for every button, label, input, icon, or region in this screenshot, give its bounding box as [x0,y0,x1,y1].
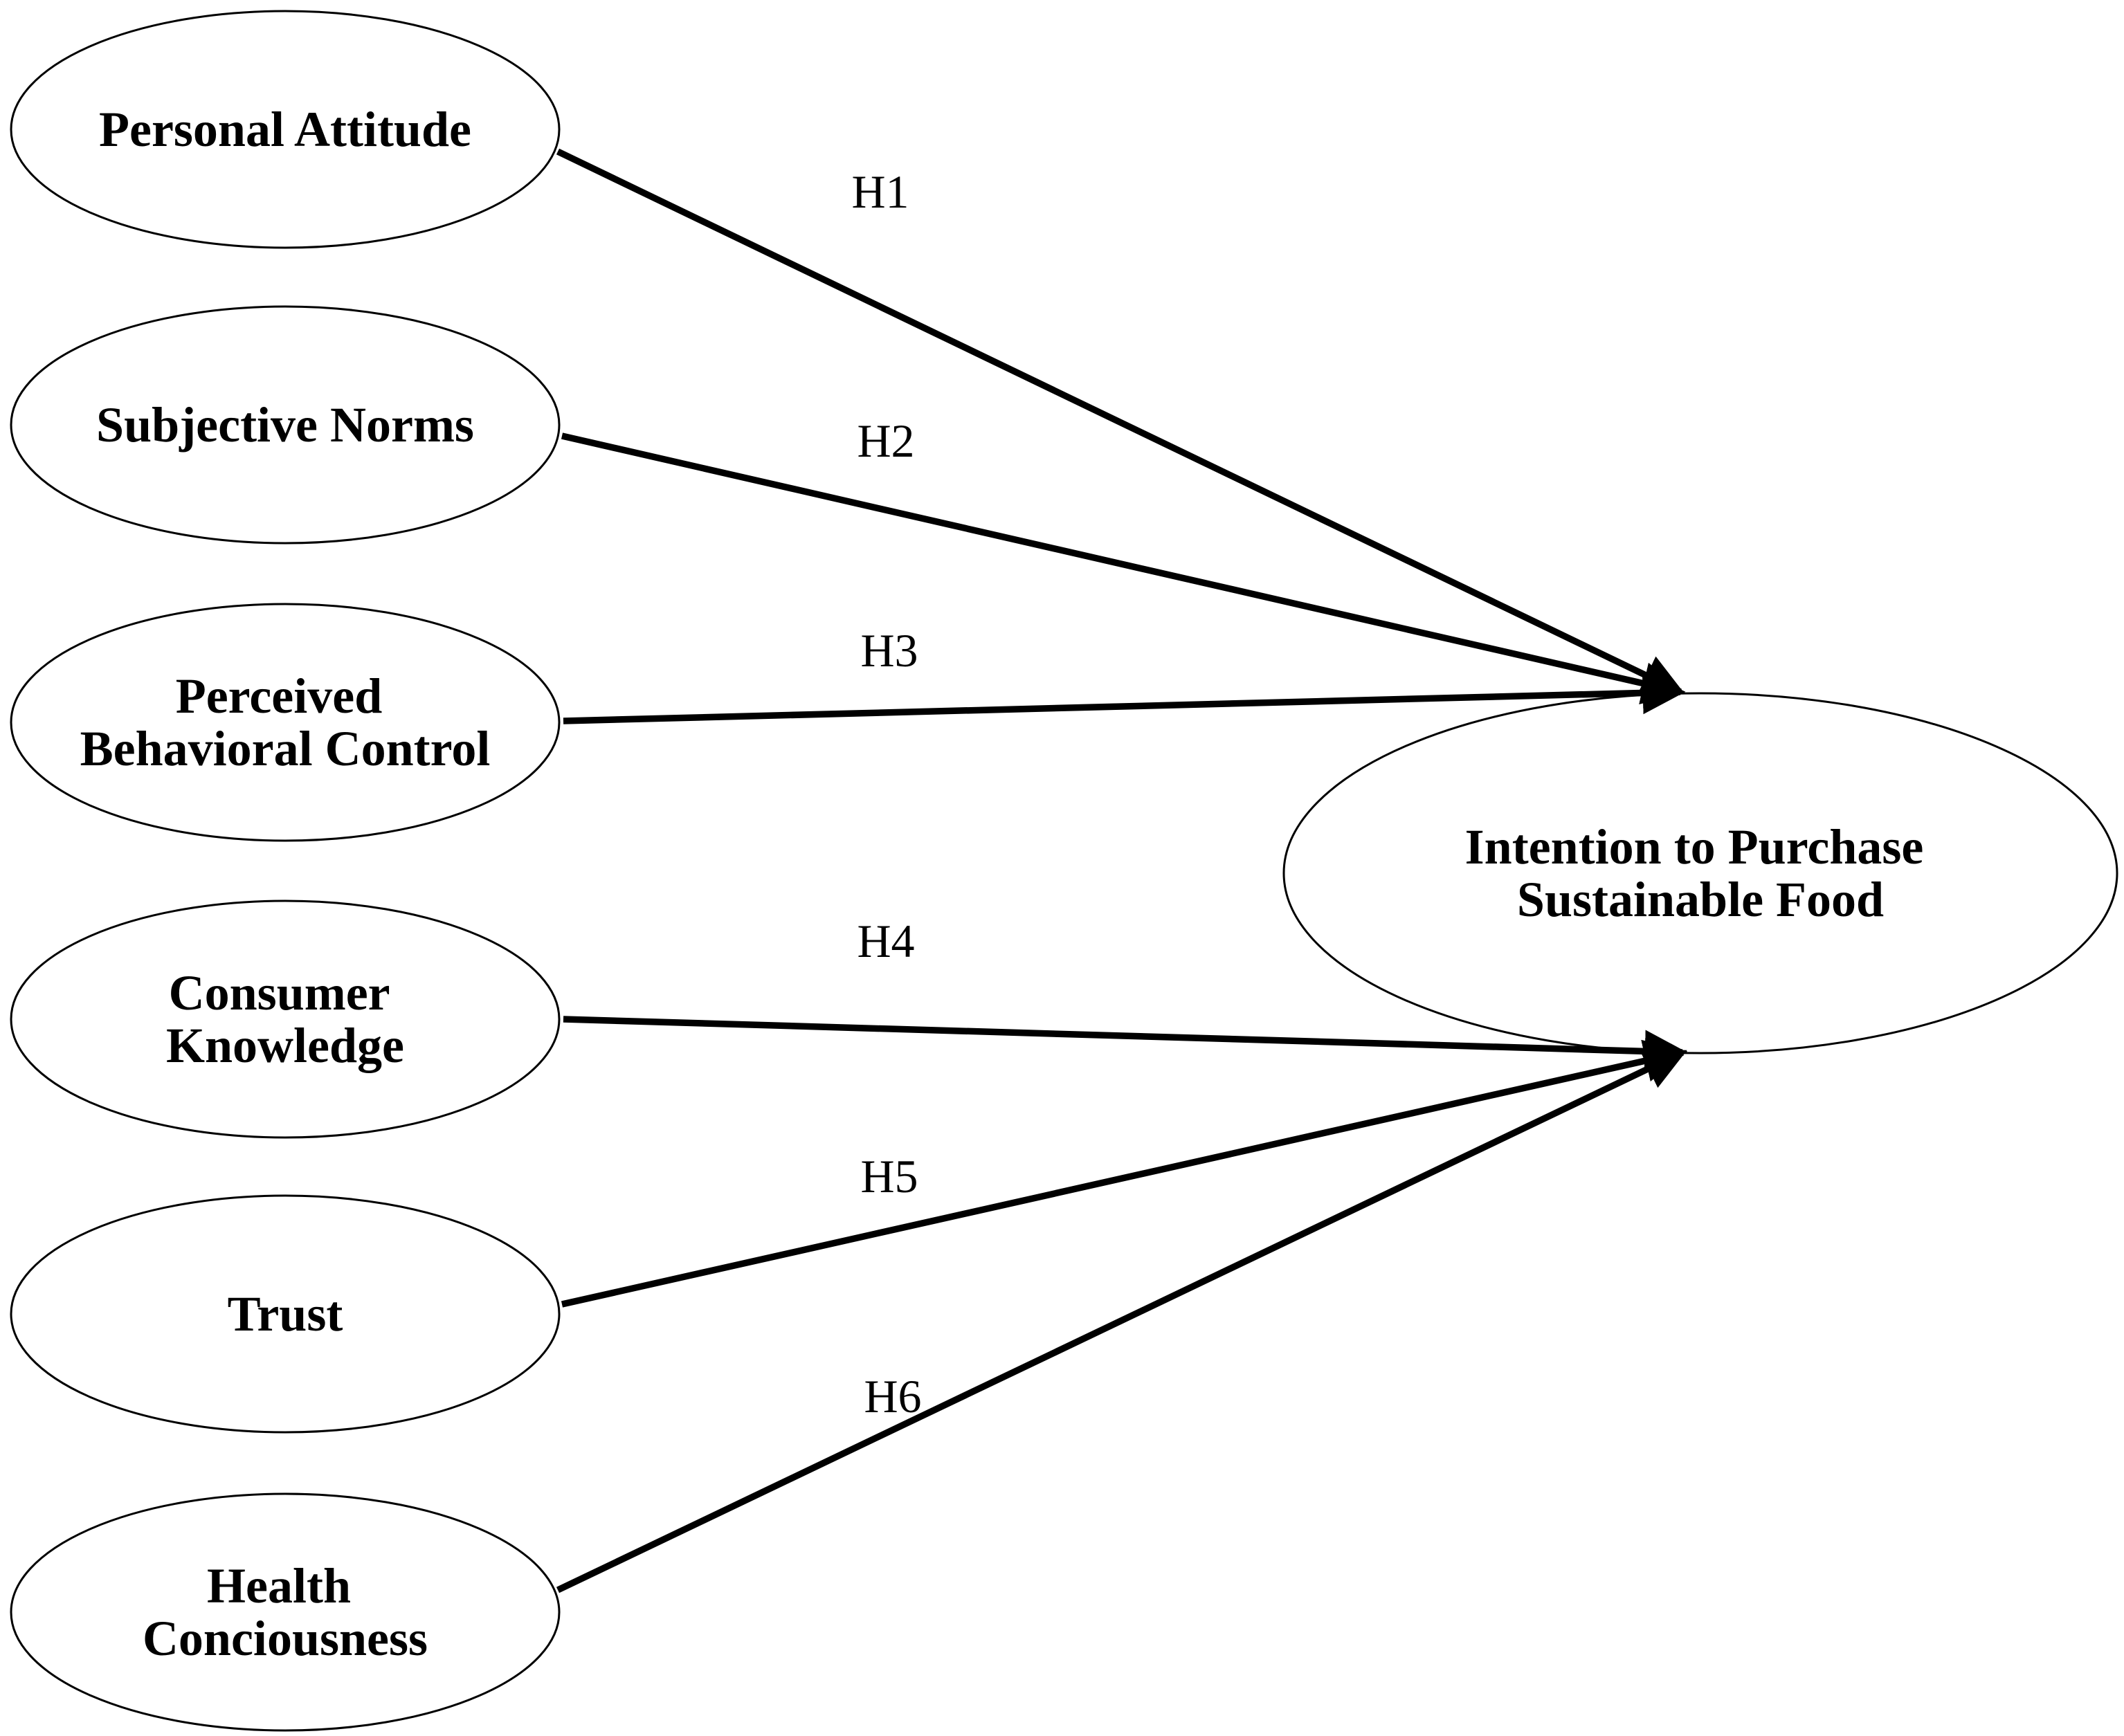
edge-h5-arrow [561,1039,1688,1308]
edges [556,148,1688,1593]
node-subjective-norms: Subjective Norms [10,305,561,545]
node-health-conciousness-label: Health Conciousness [143,1558,428,1666]
node-intention-label: Intention to Purchase Sustainable Food [1465,819,1936,927]
node-consumer-knowledge: Consumer Knowledge [10,899,561,1139]
node-perceived-behavioral-control-label: Perceived Behavioral Control [80,668,491,776]
node-consumer-knowledge-ellipse [10,899,561,1139]
edge-label-h6: H6 [864,1370,921,1423]
node-perceived-behavioral-control: Perceived Behavioral Control [10,603,561,842]
edge-h1-arrow [556,148,1685,695]
node-consumer-knowledge-label: Consumer Knowledge [166,965,404,1073]
edge-h2-arrow [561,432,1686,704]
node-perceived-behavioral-control-ellipse [10,603,561,842]
node-intention-ellipse [1282,692,2118,1054]
edge-h3-arrow [563,671,1686,724]
edge-label-h3: H3 [860,624,918,677]
node-health-conciousness: Health Conciousness [10,1492,561,1732]
node-trust-label: Trust [228,1286,343,1342]
node-trust-ellipse [10,1194,561,1434]
node-personal-attitude-ellipse [10,10,561,249]
node-subjective-norms-ellipse [10,305,561,545]
node-trust: Trust [10,1194,561,1434]
edge-label-h4: H4 [857,915,914,967]
edge-label-h1: H1 [851,165,909,218]
edge-label-h2: H2 [857,414,914,467]
edge-h4-arrow [563,1016,1688,1073]
node-personal-attitude: Personal Attitude [10,10,561,249]
node-intention-to-purchase-sustainable-food: Intention to Purchase Sustainable Food [1282,692,2118,1054]
node-personal-attitude-label: Personal Attitude [99,102,471,157]
node-health-conciousness-ellipse [10,1492,561,1732]
node-subjective-norms-label: Subjective Norms [96,397,474,453]
edge-labels: H1 H2 H3 H4 H5 H6 [851,165,921,1423]
edge-label-h5: H5 [860,1150,918,1203]
edge-h6-arrow [556,1049,1687,1593]
